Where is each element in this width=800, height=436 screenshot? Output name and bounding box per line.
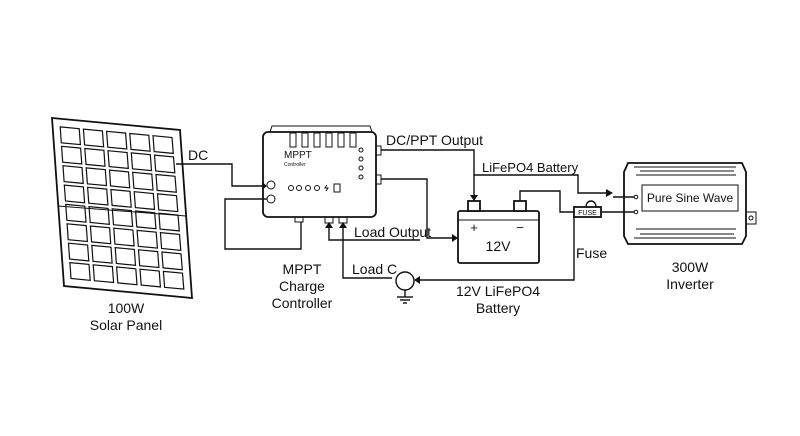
solar-cell [105, 130, 128, 150]
dc-arrow [262, 182, 267, 190]
solar-cell [62, 165, 84, 185]
solar-cell [113, 227, 135, 247]
inverter [623, 162, 757, 245]
solar-cell [69, 261, 91, 281]
controller-subtitle: Controller [284, 162, 306, 168]
solar-cell [111, 208, 134, 228]
dc-wire [176, 163, 262, 187]
solar-cell [92, 264, 115, 284]
load-output-arrow [325, 222, 333, 228]
indicator-icons [288, 183, 341, 193]
solar-cell [67, 242, 90, 262]
solar-cell [107, 150, 129, 170]
solar-cell [139, 268, 162, 288]
inverter-caption-line1: 300W [672, 259, 709, 275]
dc-ppt-output-label: DC/PPT Output [386, 132, 483, 148]
controller-title: MPPT [284, 150, 312, 161]
panel-return-wire [224, 198, 302, 250]
solar-cell [86, 186, 109, 206]
solar-cell [161, 251, 183, 271]
mppt-controller [262, 125, 382, 224]
solar-panel [51, 117, 193, 299]
lifepo4-battery-label: LiFePO4 Battery [482, 160, 579, 175]
inverter-panel-label: Pure Sine Wave [647, 191, 734, 205]
wiring [176, 149, 634, 284]
load-c-arrow [339, 222, 347, 228]
solar-panel-caption-name: Solar Panel [90, 317, 162, 333]
heatsink-fins [289, 132, 357, 148]
solar-cell [63, 184, 86, 204]
solar-cell [152, 135, 174, 155]
solar-cell [156, 193, 179, 213]
solar-cell [137, 249, 160, 269]
fuse-pigtail-wire [585, 200, 597, 208]
solar-cell [84, 147, 106, 167]
fuse-box [573, 206, 602, 218]
battery-plus-sign: + [470, 220, 478, 235]
controller-to-battery-wire [381, 178, 456, 239]
inverter-caption-line2: Inverter [666, 276, 714, 292]
solar-cell [60, 145, 83, 165]
load-output-label: Load Output [354, 224, 431, 240]
battery-negative-wire [519, 190, 576, 213]
controller-caption-line1: MPPT [283, 261, 322, 277]
solar-cell [136, 229, 159, 249]
dc-label: DC [188, 147, 208, 163]
solar-cell [89, 225, 112, 245]
dc-ppt-output-arrow [470, 195, 478, 201]
inverter-input-arrow [606, 189, 613, 197]
solar-cell [130, 152, 153, 172]
fuse-box-label: FUSE [578, 210, 597, 217]
battery-voltage-label: 12V [486, 238, 512, 254]
solar-cell [159, 231, 182, 251]
battery-input-arrow [452, 234, 458, 242]
dc-ppt-output-wire [381, 149, 475, 196]
solar-cell [91, 244, 113, 264]
load-c-wire [342, 223, 392, 279]
ground-symbol [395, 271, 415, 304]
solar-cell [66, 223, 89, 243]
solar-cell [85, 167, 108, 187]
solar-panel-caption-power: 100W [108, 300, 145, 316]
battery-minus-sign: − [516, 220, 524, 235]
solar-cell [65, 203, 87, 223]
solar-cell [88, 205, 110, 225]
solar-cell [133, 191, 156, 211]
solar-cell [155, 173, 177, 193]
load-c-label: Load C [352, 261, 397, 277]
solar-cell-grid [59, 126, 185, 290]
solar-cell [134, 210, 157, 230]
solar-cell [82, 128, 105, 148]
battery-caption-line2: Battery [476, 300, 520, 316]
fuse-label: Fuse [576, 245, 607, 261]
controller-caption-line2: Charge [279, 278, 325, 294]
solar-cell [129, 132, 151, 152]
solar-cell [153, 154, 176, 174]
solar-cell [115, 266, 138, 286]
solar-cell [162, 270, 185, 290]
battery-to-inverter-wire [474, 174, 608, 194]
battery-caption-line1: 12V LiFePO4 [456, 283, 540, 299]
status-leds [358, 147, 364, 180]
solar-cell [158, 212, 180, 232]
solar-cell [110, 188, 132, 208]
solar-cell [132, 171, 154, 191]
fuse-branch-wire [420, 216, 575, 281]
solar-cell [114, 246, 137, 266]
load-output-wire [328, 223, 420, 241]
solar-cell [59, 126, 82, 146]
load-return-arrow [414, 276, 420, 284]
controller-caption-line3: Controller [272, 295, 333, 311]
solar-cell [108, 169, 131, 189]
